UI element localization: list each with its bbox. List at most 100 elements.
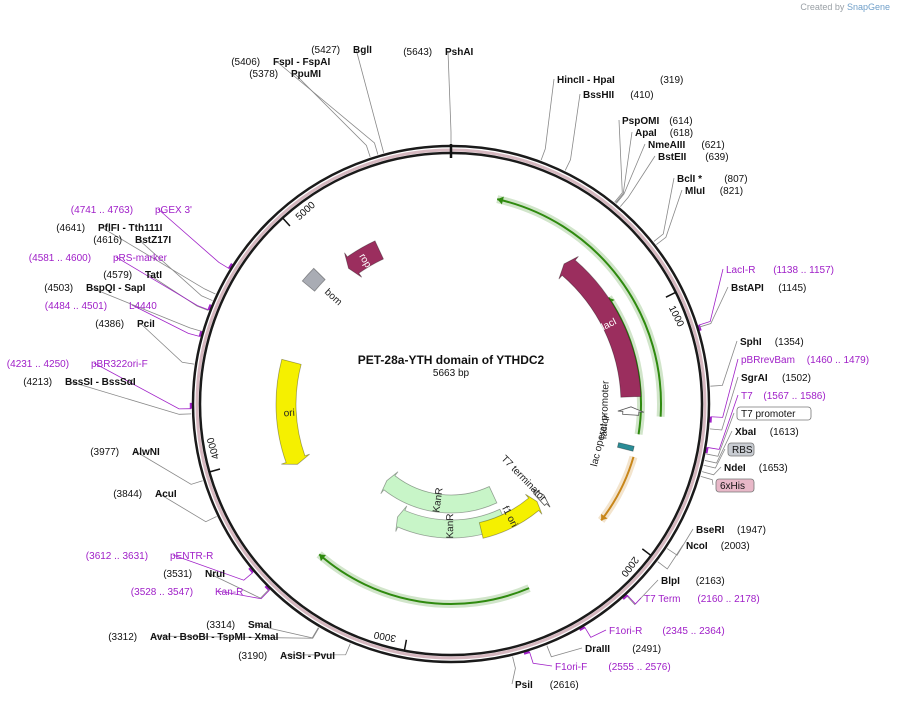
site-name-pspomi: PspOMI [622, 116, 659, 127]
long-arrow-glow-3 [316, 551, 531, 608]
site-asisi-pvui: AsiSI - PvuI (3190) [238, 651, 335, 662]
site-pos-hincii-hpai: (319) [660, 75, 683, 86]
site-pos-ncoi: (2003) [721, 541, 750, 552]
site-pos-avai-bsobi-tspmi-xmai: (3312) [108, 632, 137, 643]
site-acui: AcuI(3844) [113, 489, 177, 500]
site-pentr-r: pENTR-R(3612 .. 3631) [86, 551, 214, 562]
leader-bspqi-sapi [88, 286, 202, 332]
site-fspi-fspai: FspI - FspAI(5406) [231, 57, 330, 68]
site-name-pentr-r: pENTR-R [170, 551, 213, 562]
site-pos-sphi: (1354) [775, 337, 804, 348]
site-pos-nrui: (3531) [163, 569, 192, 580]
site-hincii-hpai: HincII - HpaI (319) [557, 75, 683, 86]
site-blpi: BlpI(2163) [661, 576, 725, 587]
leader-pspomi [614, 119, 623, 203]
primer-site-t7 [705, 447, 709, 454]
leader-t7-term [626, 594, 642, 605]
primer-site-laci-r [697, 324, 702, 332]
site-name-rbs: RBS [732, 445, 753, 456]
leader-ndei [701, 466, 722, 476]
site-sgrai: SgrAI(1502) [741, 373, 811, 384]
leader-bstapi [699, 286, 729, 328]
tick-5000 [282, 217, 291, 227]
site-pos-bsshii: (410) [630, 90, 653, 101]
primer-site-l4440 [198, 330, 203, 337]
plasmid-backbone [191, 144, 711, 664]
site-draiii: DraIII(2491) [585, 644, 661, 655]
primer-site-kan-r [264, 585, 271, 592]
site-pos-pflfi-tth111i: (4641) [56, 223, 85, 234]
backbone-inner-edge [198, 151, 704, 657]
leader-hincii-hpai [540, 78, 555, 161]
tick-2000 [641, 548, 652, 557]
site-pos-bstz17i: (4616) [93, 235, 122, 246]
leader-bsshii [564, 93, 581, 171]
feature-bom-2 [301, 267, 326, 292]
site-name-asisi-pvui: AsiSI - PvuI [280, 651, 335, 662]
site-name-hincii-hpai: HincII - HpaI [557, 75, 615, 86]
site-pflfi-tth111i: PflFI - Tth111I (4641) [56, 223, 162, 234]
leader-xbai [704, 430, 733, 464]
site-pgex-3: pGEX 3'(4741 .. 4763) [71, 205, 192, 216]
site-avai-bsobi-tspmi-xmai: AvaI - BsoBI - TspMI - XmaI (3312) [108, 632, 278, 643]
leader-pentr-r [172, 554, 254, 581]
leader-bstz17i [137, 238, 213, 301]
site-name-bstapi: BstAPI [731, 283, 764, 294]
site-name-avai-bsobi-tspmi-xmai: AvaI - BsoBI - TspMI - XmaI [150, 632, 279, 643]
site-nrui: NruI(3531) [163, 569, 225, 580]
site-nmeaiii: NmeAIII(621) [648, 140, 725, 151]
leader-draiii [546, 645, 583, 658]
site-pos-acui: (3844) [113, 489, 142, 500]
site-name-mlui: MluI [685, 186, 705, 197]
site-pos-bstapi: (1145) [778, 283, 806, 294]
leader-avai-bsobi-tspmi-xmai [152, 627, 320, 639]
feature-laci-promoter-8 [617, 406, 644, 416]
site-name-sphi: SphI [740, 337, 762, 348]
feature-t7-terminator-7 [531, 488, 551, 508]
leader-alwni [134, 450, 203, 485]
site-bsshii: BssHII (410) [583, 90, 654, 101]
site-pos-pbrrevbam: (1460 .. 1479) [807, 355, 869, 366]
site-name-t7-term: T7 Term [644, 594, 681, 605]
leader-asisi-pvui [282, 643, 351, 656]
leader-pbrrevbam [710, 358, 739, 418]
site-pos-bsssi-bsss-i: (4213) [23, 377, 52, 388]
site-6xhis: 6xHis [715, 478, 755, 493]
leader-6xhis [700, 475, 714, 486]
primer-site-f1ori-f [523, 650, 530, 655]
site-name-t7: T7 [741, 391, 753, 402]
leader-bcli [653, 177, 675, 242]
site-bsteii: BstEII(639) [658, 152, 729, 163]
long-arrow-glow-2 [597, 455, 638, 523]
site-name-pflfi-tth111i: PflFI - Tth111I [98, 223, 163, 234]
site-pos-asisi-pvui: (3190) [238, 651, 267, 662]
site-name-ndei: NdeI [724, 463, 746, 474]
site-box-6xhis [715, 478, 755, 493]
site-name-bsssi-bsss-i: BssSI - BssSαI [65, 377, 136, 388]
site-rbs: RBS [727, 442, 755, 457]
leader-kan-r [217, 589, 270, 600]
site-pos-mlui: (821) [720, 186, 743, 197]
site-name-t7-promoter: T7 promoter [741, 409, 796, 420]
site-pos-f1ori-f: (2555 .. 2576) [608, 662, 670, 673]
leader-f1ori-r [584, 626, 607, 638]
credit: Created by SnapGene [800, 2, 890, 12]
site-name-bstz17i: BstZ17I [135, 235, 171, 246]
site-name-kan-r: Kan-R [215, 587, 243, 598]
site-pos-bcli: (807) [724, 174, 747, 185]
feature-label-kanr-4: KanR [445, 513, 456, 538]
feature-label-t7-terminator-7: T7 terminator [499, 454, 549, 505]
primer-site-t7-term [622, 594, 629, 600]
site-name-nmeaiii: NmeAIII [648, 140, 685, 151]
site-name-laci-r: LacI-R [726, 265, 755, 276]
leader-nmeaiii [615, 143, 646, 204]
site-name-bsshii: BssHII [583, 90, 614, 101]
site-name-pshai: PshAI [445, 47, 474, 58]
leader-pflfi-tth111i [100, 226, 216, 295]
site-pspomi: PspOMI(614) [622, 116, 693, 127]
site-name-prs-marker: pRS-marker [113, 253, 168, 264]
tick-1000 [665, 291, 677, 298]
site-ppumi: PpuMI(5378) [249, 69, 321, 80]
leader-blpi [626, 579, 659, 606]
feature-kanr-4 [395, 505, 508, 539]
